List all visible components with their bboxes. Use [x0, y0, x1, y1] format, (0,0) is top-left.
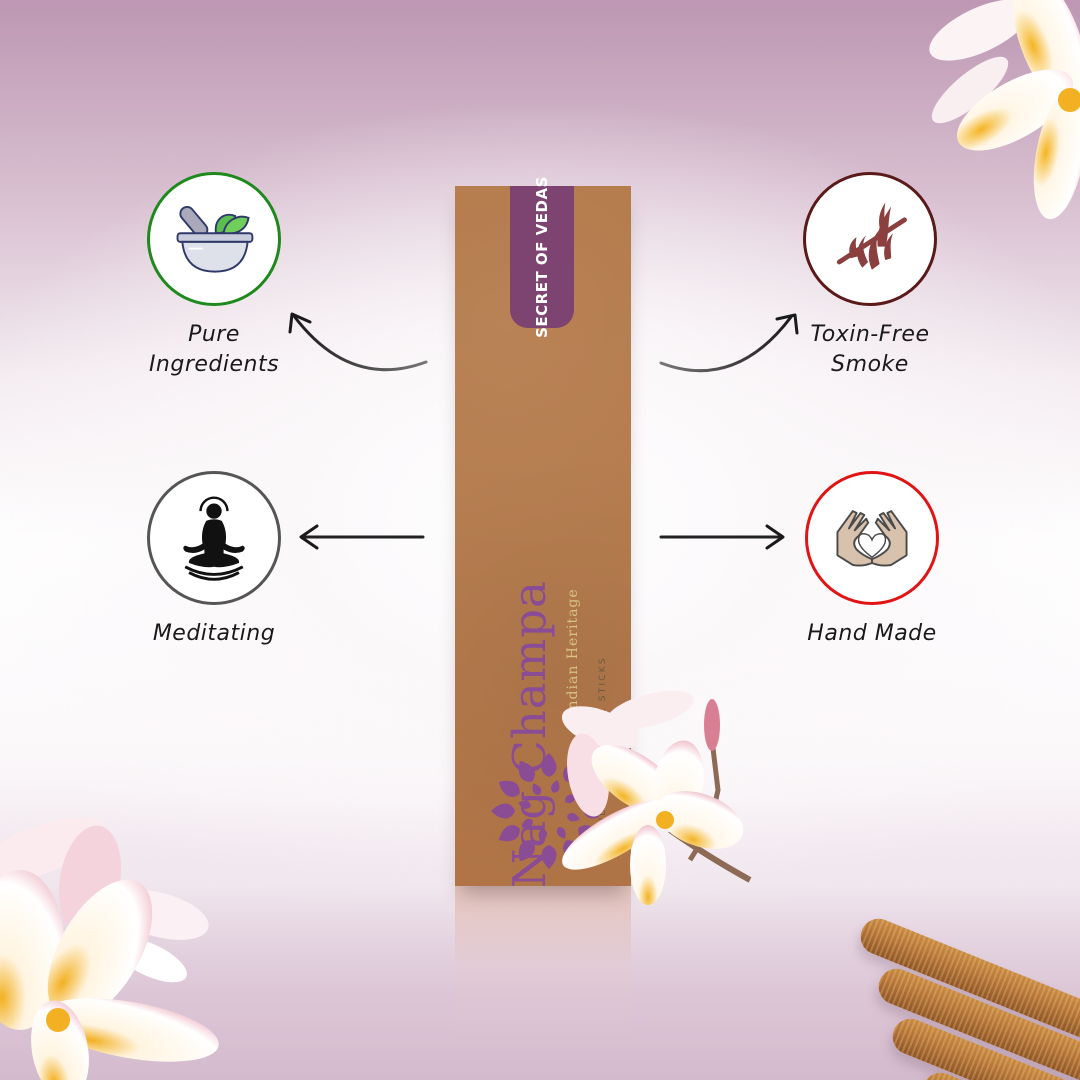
feature-meditating: Meditating [124, 471, 304, 649]
feature-hand-made: Hand Made [782, 471, 962, 649]
frangipani-flower-top-right [920, 0, 1080, 230]
meditation-icon [183, 496, 245, 581]
arrow-to-meditating [299, 524, 425, 550]
no-smoke-icon [836, 202, 907, 270]
badge-ring [803, 172, 937, 306]
mortar-pestle-herbs-icon [176, 205, 254, 273]
brand-tab: SECRET OF VEDAS [510, 176, 574, 338]
frangipani-flower-center [530, 680, 760, 910]
brand-name: SECRET OF VEDAS [533, 176, 551, 338]
arrow-to-pure-ingredients [288, 312, 428, 372]
feature-toxin-free-smoke: Toxin-Free Smoke [780, 172, 960, 380]
feature-pure-ingredients: Pure Ingredients [124, 172, 304, 380]
badge-ring [147, 471, 281, 605]
feature-label: Meditating [152, 621, 276, 646]
badge-ring [147, 172, 281, 306]
arrow-to-toxin-free-smoke [659, 313, 799, 373]
feature-label: Hand Made [807, 621, 937, 646]
frangipani-flower-bottom-left [0, 810, 230, 1080]
feature-label: Pure Ingredients [148, 322, 280, 377]
arrow-to-hand-made [659, 524, 785, 550]
box-reflection [455, 886, 631, 1046]
badge-ring [805, 471, 939, 605]
leaf-mandala-icon [491, 753, 599, 869]
heart-hands-icon [836, 510, 908, 567]
feature-label: Toxin-Free Smoke [810, 322, 930, 377]
